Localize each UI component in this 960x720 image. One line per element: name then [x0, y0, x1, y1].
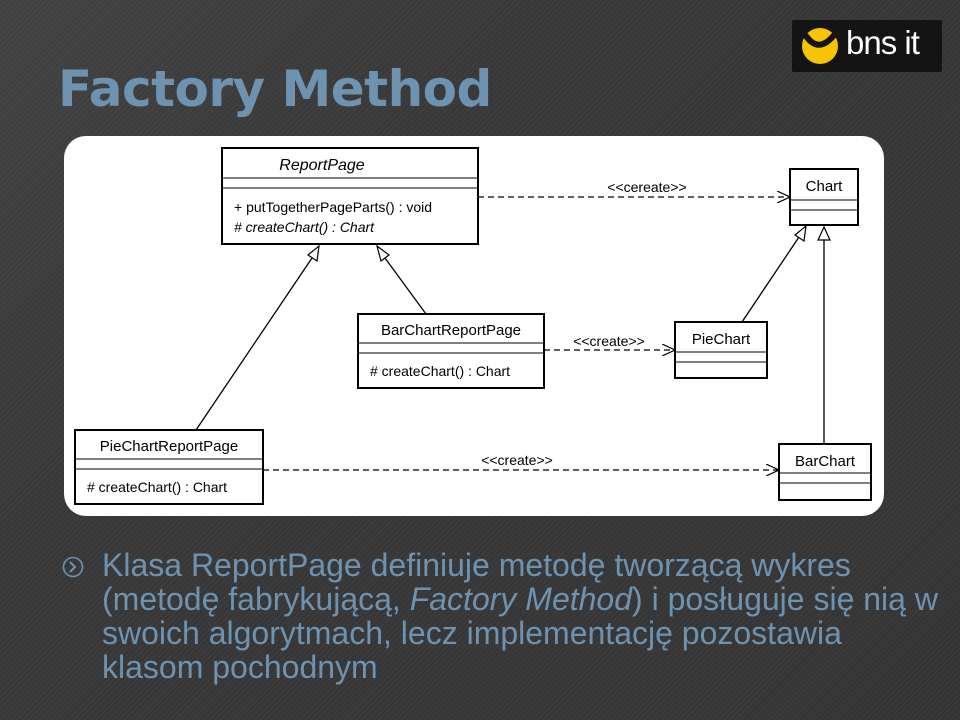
class-pie-chart-report-page-name: PieChartReportPage	[100, 438, 238, 455]
class-chart-name: Chart	[806, 178, 844, 195]
logo: bns it	[792, 20, 942, 72]
dependency-label-bottom: <<create>>	[481, 452, 553, 468]
bullet-arrow-icon	[62, 556, 84, 578]
class-bar-chart-report-page-member: # createChart() : Chart	[370, 363, 510, 379]
inheritance-bar-chart-to-chart	[817, 225, 831, 444]
class-pie-chart-name: PieChart	[692, 331, 751, 348]
dependency-bar-report-to-pie-chart: <<create>>	[544, 333, 675, 350]
class-bar-chart-report-page: BarChartReportPage # createChart() : Cha…	[357, 313, 545, 389]
class-pie-chart-report-page: PieChartReportPage # createChart() : Cha…	[74, 429, 264, 505]
bullet-text: Klasa ReportPage definiuje metodę tworzą…	[102, 548, 942, 684]
logo-text: bns it	[846, 24, 920, 61]
inheritance-bar-report-to-report	[375, 244, 427, 315]
dependency-report-to-chart: <<cereate>>	[478, 179, 790, 197]
class-pie-chart-report-page-member: # createChart() : Chart	[87, 479, 227, 495]
dependency-label-top: <<cereate>>	[607, 179, 686, 195]
class-bar-chart: BarChart	[778, 443, 872, 501]
inheritance-pie-report-to-report	[195, 244, 320, 431]
class-report-page-name: ReportPage	[279, 157, 364, 174]
dependency-label-middle: <<create>>	[573, 333, 645, 349]
bullet-text-part1: Klasa ReportPage definiuje metodę tworzą…	[102, 547, 851, 617]
class-report-page-member: # createChart() : Chart	[234, 219, 375, 235]
class-report-page: ReportPage + putTogetherPageParts() : vo…	[221, 147, 479, 245]
dependency-pie-report-to-bar-chart: <<create>>	[263, 452, 779, 470]
class-bar-chart-name: BarChart	[795, 453, 856, 470]
uml-diagram: ReportPage + putTogetherPageParts() : vo…	[64, 136, 884, 516]
class-pie-chart: PieChart	[674, 321, 768, 379]
class-chart: Chart	[789, 168, 859, 226]
bullet-text-part2: ) i posługuje się nią w swoich algorytma…	[102, 581, 938, 685]
class-bar-chart-report-page-name: BarChartReportPage	[381, 322, 521, 339]
uml-diagram-canvas: ReportPage + putTogetherPageParts() : vo…	[74, 147, 872, 505]
class-report-page-member: + putTogetherPageParts() : void	[234, 199, 432, 215]
inheritance-pie-chart-to-chart	[741, 224, 807, 323]
logo-mark-icon	[802, 27, 841, 64]
slide-title: Factory Method	[58, 60, 492, 118]
bullet-text-italic: Factory Method	[409, 581, 633, 617]
